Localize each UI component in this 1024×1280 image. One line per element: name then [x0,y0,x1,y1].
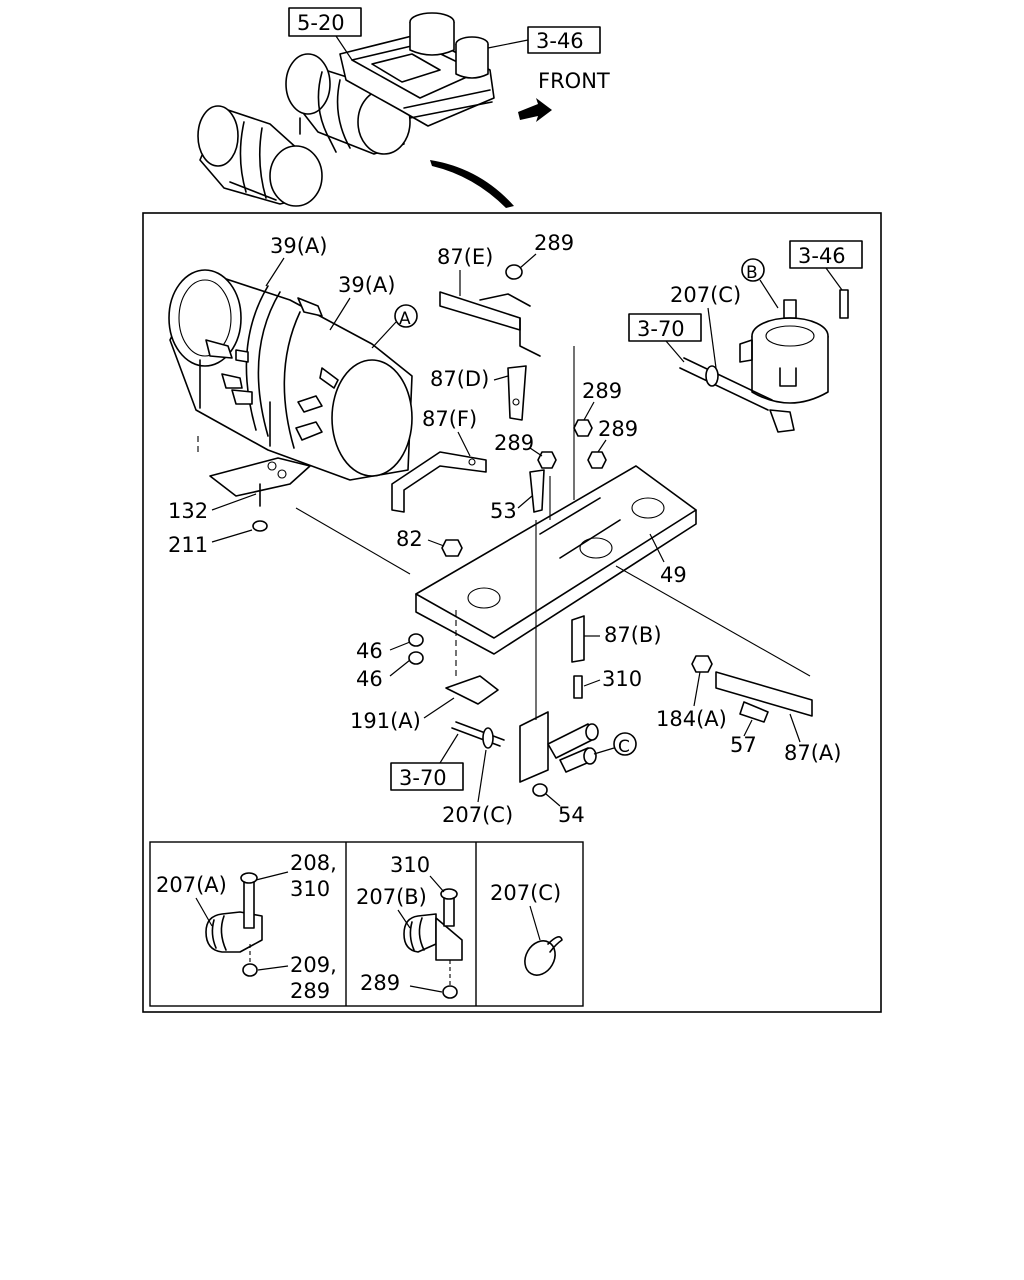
callout-87e: 87(E) [437,245,493,269]
callout-289-right: 289 [598,417,638,441]
bolt-310 [573,675,583,699]
ref-box-3-46-top[interactable] [527,26,601,54]
main-panel [142,212,882,1013]
callout-39a-left: 39(A) [270,234,327,258]
overview-sweep-arrow [430,160,514,208]
marker-b [741,258,765,282]
callout-46-lower: 46 [356,667,383,691]
nut-289-right [587,451,607,469]
overview-cylinder-1-body [409,22,455,56]
overview-cylinder-2-body [455,44,489,79]
front-arrow-icon [518,98,552,122]
ref-box-5-20[interactable] [288,7,362,37]
callout-54: 54 [558,803,585,827]
ref-box-3-70-bottom[interactable] [390,762,464,791]
callout-39a-right: 39(A) [338,273,395,297]
callout-289-left: 289 [494,431,534,455]
marker-a-label: A [399,309,411,329]
frame-49 [415,465,697,655]
nut-82 [441,539,463,557]
ref-3-46-top: 3-46 [536,29,584,53]
fuel-filter-b [679,289,849,433]
front-label: FRONT [538,69,610,93]
detail-207c-label: 207(C) [490,881,561,905]
detail-310-b-label: 310 [390,853,430,877]
ref-3-70-right: 3-70 [637,317,685,341]
mounting-plate-132 [209,457,311,532]
callout-207c-right: 207(C) [670,283,741,307]
callout-207c-bottom: 207(C) [442,803,513,827]
ref-5-20: 5-20 [297,11,345,35]
bolt-53 [529,469,545,513]
nut-289-mid [573,419,593,437]
marker-b-label: B [746,263,758,283]
callout-53: 53 [490,499,517,523]
detail-box-207b: 310 207(B) 289 [356,853,463,999]
bolt-57 [739,701,769,723]
bracket-87e [439,264,541,357]
nut-184a [691,655,713,673]
nut-289-left [537,451,557,469]
callout-132: 132 [168,499,208,523]
detail-207b-label: 207(B) [356,885,427,909]
nut-46-lower [408,651,424,665]
plate-191a [445,675,499,705]
detail-box-207c: 207(C) [490,881,563,976]
ref-3-70-bottom: 3-70 [399,766,447,790]
detail-208-label: 208, [290,851,337,875]
overview-rear-tank [197,105,323,207]
detail-289-b-label: 289 [360,971,400,995]
fuel-valve-c [451,711,599,783]
callout-184a: 184(A) [656,707,727,731]
marker-c [613,732,637,756]
callout-57: 57 [730,733,757,757]
nut-54 [532,783,548,797]
callout-87b: 87(B) [604,623,662,647]
detail-209-label: 209, [290,953,337,977]
fasteners [408,419,813,797]
callout-82: 82 [396,527,423,551]
callout-49: 49 [660,563,687,587]
callout-87f: 87(F) [422,407,477,431]
guide-lines [197,346,811,720]
callout-87d: 87(D) [430,367,489,391]
callout-289-top: 289 [534,231,574,255]
detail-207a-label: 207(A) [156,873,227,897]
callouts: 39(A) 39(A) 87(E) 289 87(D) 87(F) 289 28… [168,231,841,827]
marker-c-label: C [618,737,630,757]
ref-box-3-70-right[interactable] [628,313,702,342]
fuel-tank-assembly [168,269,413,481]
detail-310-label: 310 [290,877,330,901]
bracket-87b [571,615,585,663]
callout-310: 310 [602,667,642,691]
detail-panel: 207(A) 208, 310 209, 289 310 207(B) 289 [149,841,584,1007]
bracket-87f [391,451,487,513]
bracket-87a [715,671,813,717]
detail-289-label: 289 [290,979,330,1003]
callout-87a: 87(A) [784,741,841,765]
overview-assembly: FRONT 5-20 3-46 [197,7,610,208]
detail-box-207a: 207(A) 208, 310 209, 289 [156,851,337,1003]
bracket-87d [507,365,527,421]
marker-a [394,304,418,328]
ref-3-46-right: 3-46 [798,244,846,268]
ref-box-3-46-right[interactable] [789,240,863,269]
callout-211: 211 [168,533,208,557]
callout-46-upper: 46 [356,639,383,663]
callout-289-mid: 289 [582,379,622,403]
callout-191a: 191(A) [350,709,421,733]
nut-46-upper [408,633,424,647]
